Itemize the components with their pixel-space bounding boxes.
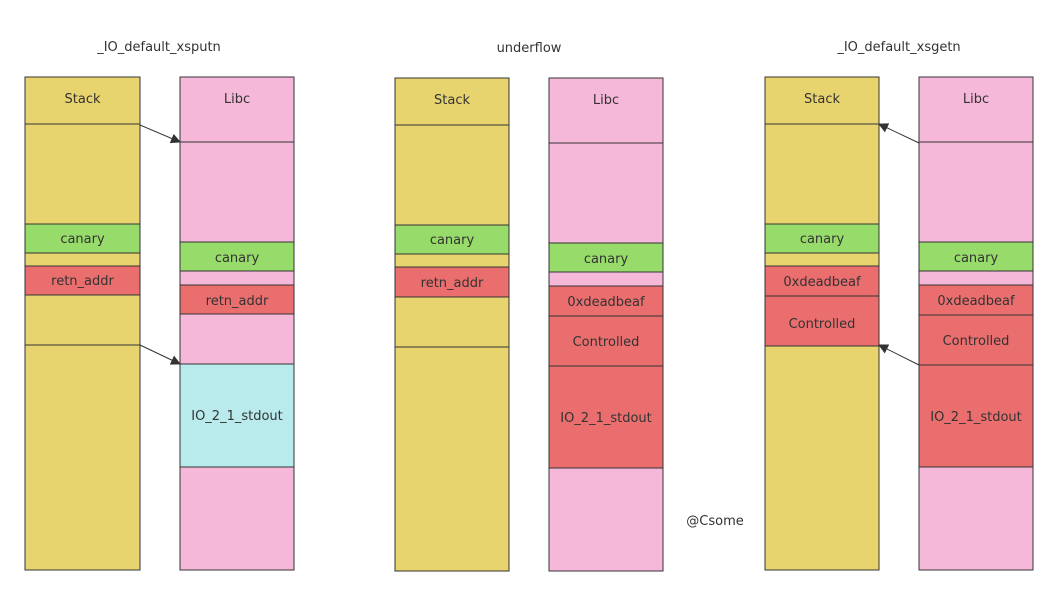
- stack-header-cell: [24, 76, 141, 125]
- canary-cell: [918, 241, 1034, 272]
- copy-arrow: [878, 344, 920, 366]
- controlled-cell: [918, 314, 1034, 366]
- deadbeaf-cell: [764, 265, 880, 297]
- io-stdout-label: IO_2_1_stdout: [930, 410, 1022, 425]
- libc-header-cell: [179, 76, 295, 143]
- copy-arrow: [878, 123, 920, 144]
- libc-bottom-cell: [918, 466, 1034, 571]
- canary-label: canary: [584, 252, 629, 267]
- canary-label: canary: [215, 251, 260, 266]
- panel-xsgetn: _IO_default_xsgetn Stack canary 0xdeadbe…: [764, 40, 1034, 571]
- retn-addr-label: retn_addr: [51, 274, 114, 289]
- io-stdout-cell: [918, 364, 1034, 468]
- controlled-cell: [764, 295, 880, 347]
- libc-gap-cell: [918, 270, 1034, 286]
- canary-cell: [394, 224, 510, 255]
- libc-header-label: Libc: [224, 92, 250, 107]
- libc-buffer-cell: [918, 141, 1034, 243]
- libc-bottom-cell: [179, 466, 295, 571]
- stack-gap-cell: [394, 253, 510, 268]
- stack-frame-cell: [394, 296, 510, 348]
- deadbeaf-cell: [918, 284, 1034, 316]
- stack-column: Stack canary 0xdeadbeaf Controlled: [764, 76, 880, 571]
- stack-header-label: Stack: [434, 93, 470, 108]
- libc-bottom-cell: [548, 467, 664, 572]
- controlled-label: Controlled: [943, 334, 1010, 349]
- stack-bottom-cell: [764, 345, 880, 571]
- controlled-cell: [548, 315, 664, 367]
- stack-gap-cell: [764, 252, 880, 267]
- stack-header-label: Stack: [65, 92, 101, 107]
- retn-addr-cell: [24, 265, 141, 296]
- deadbeaf-label: 0xdeadbeaf: [937, 294, 1015, 309]
- stack-column: Stack canary retn_addr: [394, 77, 510, 572]
- libc-column: Libc canary retn_addr IO_2_1_stdout: [179, 76, 295, 571]
- canary-label: canary: [60, 232, 105, 247]
- deadbeaf-label: 0xdeadbeaf: [567, 295, 645, 310]
- deadbeaf-label: 0xdeadbeaf: [783, 275, 861, 290]
- libc-header-label: Libc: [593, 93, 619, 108]
- stack-frame-cell: [764, 123, 880, 225]
- libc-column: Libc canary 0xdeadbeaf Controlled IO_2_1…: [548, 77, 664, 572]
- libc-buffer-cell: [179, 141, 295, 243]
- retn-addr-label: retn_addr: [206, 294, 269, 309]
- io-stdout-cell: [548, 365, 664, 469]
- libc-buffer-cell: [179, 313, 295, 365]
- libc-buffer-cell: [548, 142, 664, 244]
- libc-gap-cell: [179, 270, 295, 286]
- panel-title: _IO_default_xsgetn: [836, 40, 960, 55]
- canary-label: canary: [954, 251, 999, 266]
- stack-frame-cell: [24, 123, 141, 225]
- libc-header-cell: [918, 76, 1034, 143]
- stack-bottom-cell: [394, 346, 510, 572]
- libc-gap-cell: [548, 271, 664, 287]
- copy-arrow: [139, 344, 181, 365]
- stack-header-label: Stack: [804, 92, 840, 107]
- panel-title: _IO_default_xsputn: [96, 40, 221, 55]
- deadbeaf-cell: [548, 285, 664, 317]
- canary-cell: [24, 223, 141, 254]
- stack-frame-cell: [394, 124, 510, 226]
- panel-xsputn: _IO_default_xsputn Stack canary retn_add…: [24, 40, 295, 571]
- watermark: @Csome: [686, 514, 743, 529]
- stack-frame-cell: [24, 294, 141, 346]
- stack-header-cell: [764, 76, 880, 125]
- panel-underflow: underflow Stack canary retn_addr Libc ca…: [394, 41, 664, 572]
- stack-column: Stack canary retn_addr: [24, 76, 141, 571]
- canary-cell: [179, 241, 295, 272]
- libc-header-label: Libc: [963, 92, 989, 107]
- canary-label: canary: [800, 232, 845, 247]
- controlled-label: Controlled: [573, 335, 640, 350]
- canary-cell: [548, 242, 664, 273]
- libc-column: Libc canary 0xdeadbeaf Controlled IO_2_1…: [918, 76, 1034, 571]
- canary-label: canary: [430, 233, 475, 248]
- io-stdout-label: IO_2_1_stdout: [560, 411, 652, 426]
- controlled-label: Controlled: [789, 317, 856, 332]
- retn-addr-label: retn_addr: [421, 276, 484, 291]
- panel-title: underflow: [497, 41, 562, 56]
- copy-arrow: [139, 124, 181, 144]
- io-stdout-cell: [179, 363, 295, 468]
- io-stdout-label: IO_2_1_stdout: [191, 409, 283, 424]
- stack-gap-cell: [24, 252, 141, 267]
- stack-bottom-cell: [24, 344, 141, 571]
- libc-header-cell: [548, 77, 664, 144]
